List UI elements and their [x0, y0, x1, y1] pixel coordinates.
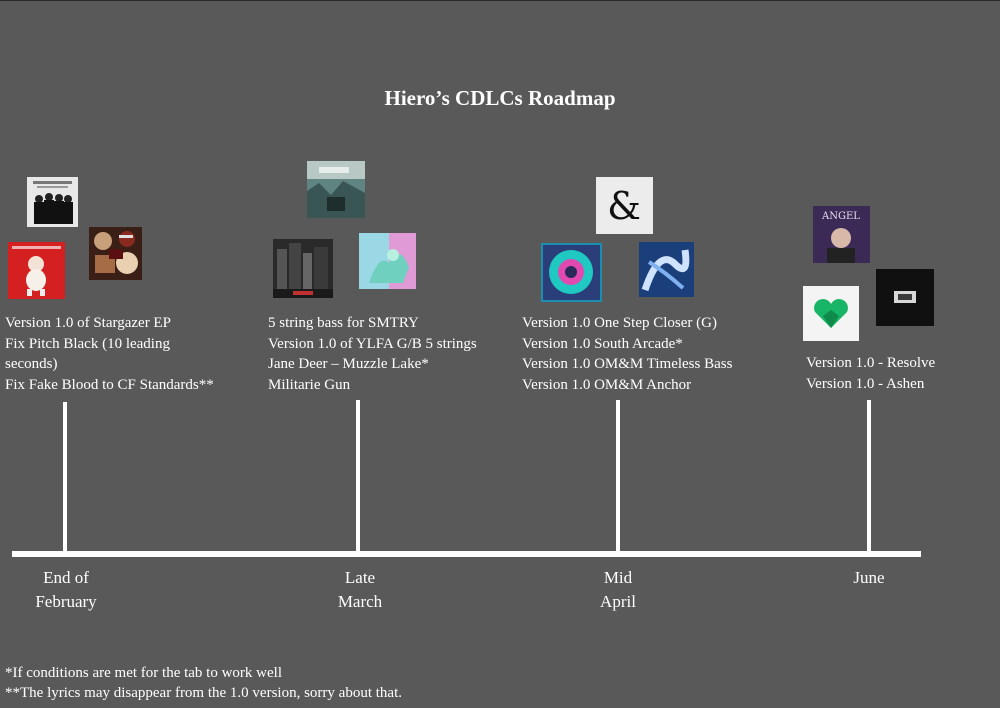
svg-text:ANGEL: ANGEL: [821, 211, 860, 222]
milestone-items-march: 5 string bass for SMTRY Version 1.0 of Y…: [268, 313, 477, 395]
timeline-tick-march: [356, 400, 360, 553]
album-cover-teal-photo: [307, 161, 365, 218]
timeline-tick-february: [63, 402, 67, 553]
album-cover-green-heart: [803, 286, 859, 341]
timeline-tick-april: [616, 400, 620, 553]
roadmap-title: Hiero’s CDLCs Roadmap: [384, 86, 616, 110]
milestone-item: Fix Fake Blood to CF Standards**: [5, 376, 214, 393]
album-cover-ampersand: &: [596, 177, 653, 234]
album-cover-angel: ANGEL: [813, 206, 870, 263]
milestone-item: Fix Pitch Black (10 leading seconds): [5, 335, 170, 373]
milestone-item: Version 1.0 South Arcade*: [522, 335, 683, 352]
album-cover-collage: [89, 227, 142, 280]
footnote-conditions: *If conditions are met for the tab to wo…: [5, 665, 283, 681]
milestone-item: 5 string bass for SMTRY: [268, 315, 419, 331]
date-label-april: Mid April: [600, 568, 636, 611]
milestone-item: Version 1.0 OM&M Timeless Bass: [522, 356, 733, 372]
timeline-axis: [12, 551, 921, 557]
milestone-item: Version 1.0 OM&M Anchor: [522, 376, 692, 393]
date-label-february: End of February: [35, 568, 97, 611]
svg-text:&: &: [607, 184, 641, 228]
timeline-tick-june: [867, 400, 871, 553]
album-cover-band-photo: [27, 177, 78, 227]
milestone-items-june: Version 1.0 - Resolve Version 1.0 - Ashe…: [806, 353, 935, 394]
milestone-item: Version 1.0 One Step Closer (G): [522, 315, 717, 331]
milestone-item: Version 1.0 - Resolve: [806, 355, 936, 371]
album-cover-blue-swirl: [639, 242, 694, 297]
milestone-item: Version 1.0 - Ashen: [806, 375, 925, 392]
album-cover-black-logo: [876, 269, 934, 326]
date-label-march: Late March: [337, 568, 383, 611]
milestone-items-april: Version 1.0 One Step Closer (G) Version …: [522, 313, 732, 395]
album-cover-red-baby: [8, 242, 65, 299]
top-border: [0, 0, 1000, 1]
milestone-item: Jane Deer – Muzzle Lake*: [268, 356, 429, 372]
album-cover-pastel-figure: [359, 233, 416, 289]
date-label-june: June: [853, 568, 885, 587]
milestone-item: Version 1.0 of YLFA G/B 5 strings: [268, 335, 477, 352]
footnote-lyrics: **The lyrics may disappear from the 1.0 …: [5, 685, 402, 701]
milestone-item: Militarie Gun: [268, 376, 351, 393]
album-cover-neon-circle: [541, 243, 602, 302]
album-cover-dark-city: [273, 239, 333, 298]
milestone-item: Version 1.0 of Stargazer EP: [5, 315, 171, 331]
milestone-items-february: Version 1.0 of Stargazer EP Fix Pitch Bl…: [5, 313, 245, 395]
